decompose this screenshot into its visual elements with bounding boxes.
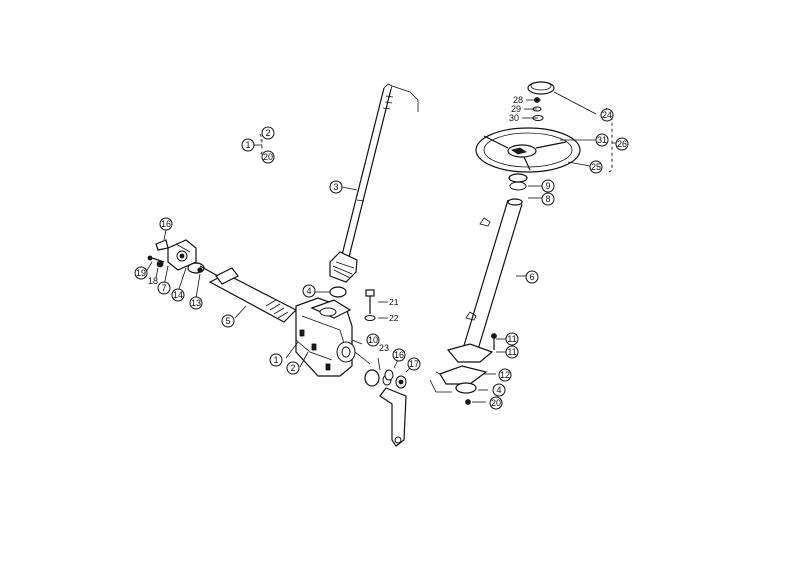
callout-4b: 4 [492,383,506,397]
label-3: 3 [333,182,338,192]
callout-10: 10 [366,333,380,347]
label-25: 25 [591,162,601,172]
callout-20b: 20 [489,396,503,410]
label-22: 22 [389,313,399,323]
label-30: 30 [509,113,519,123]
gear-box [295,297,356,377]
pitman-arm [354,351,407,447]
label-29: 29 [511,104,521,114]
callout-16a: 16 [159,217,173,231]
label-14: 14 [173,290,183,300]
small-parts-left [147,239,203,273]
callout-1-group: 1 [241,138,255,152]
callout-17: 17 [407,357,421,371]
label-2: 2 [265,128,270,138]
label-4b: 4 [496,385,501,395]
horn-cap [527,81,555,121]
callout-4a: 4 [302,284,316,298]
callout-2-group: 2 [261,126,275,140]
washer-4-upper [329,286,347,298]
label-28: 28 [513,95,523,105]
end-cover [167,239,197,271]
callout-2: 2 [286,361,300,375]
label-17: 17 [409,359,419,369]
callout-16b: 16 [392,348,406,362]
callout-19: 19 [134,266,148,280]
label-7: 7 [161,283,166,293]
small-parts-right [384,369,394,381]
label-4a: 4 [306,286,311,296]
callout-20-group: 20 [261,150,275,164]
label-26: 26 [617,139,627,149]
callout-14: 14 [171,288,185,302]
callout-12: 12 [498,368,512,382]
callout-8: 8 [541,192,555,206]
label-20: 20 [263,152,273,162]
label-5: 5 [225,316,230,326]
label-12: 12 [500,370,510,380]
callout-11b: 11 [505,345,519,359]
callout-9: 9 [541,179,555,193]
callout-25: 25 [589,160,603,174]
callout-5: 5 [221,314,235,328]
callout-6: 6 [525,270,539,284]
label-18: 18 [148,276,158,286]
label-21: 21 [389,297,399,307]
label-2b: 2 [290,363,295,373]
callout-26: 26 [615,137,629,151]
callout-3: 3 [329,180,343,194]
label-16a: 16 [161,219,171,229]
label-8: 8 [545,194,550,204]
callout-11a: 11 [505,332,519,346]
label-11a: 11 [507,334,516,344]
steering-shaft [329,83,419,283]
callout-13: 13 [189,296,203,310]
callout-1: 1 [269,353,283,367]
label-13: 13 [191,298,201,308]
callout-24: 24 [600,108,614,122]
bolt-21 [364,289,376,321]
steering-wheel [475,127,581,173]
label-1: 1 [245,140,250,150]
label-20b: 20 [491,398,501,408]
callout-31: 31 [595,133,609,147]
label-24: 24 [602,110,612,120]
label-11b: 11 [507,347,516,357]
callout-7: 7 [157,281,171,295]
label-9: 9 [545,181,550,191]
label-23: 23 [379,343,389,353]
label-1b: 1 [273,355,278,365]
label-6: 6 [529,272,534,282]
label-31: 31 [597,135,607,145]
label-10: 10 [368,335,378,345]
label-16b: 16 [394,350,404,360]
label-19: 19 [136,268,146,278]
worm-shaft [187,262,298,323]
steering-column [439,173,528,405]
